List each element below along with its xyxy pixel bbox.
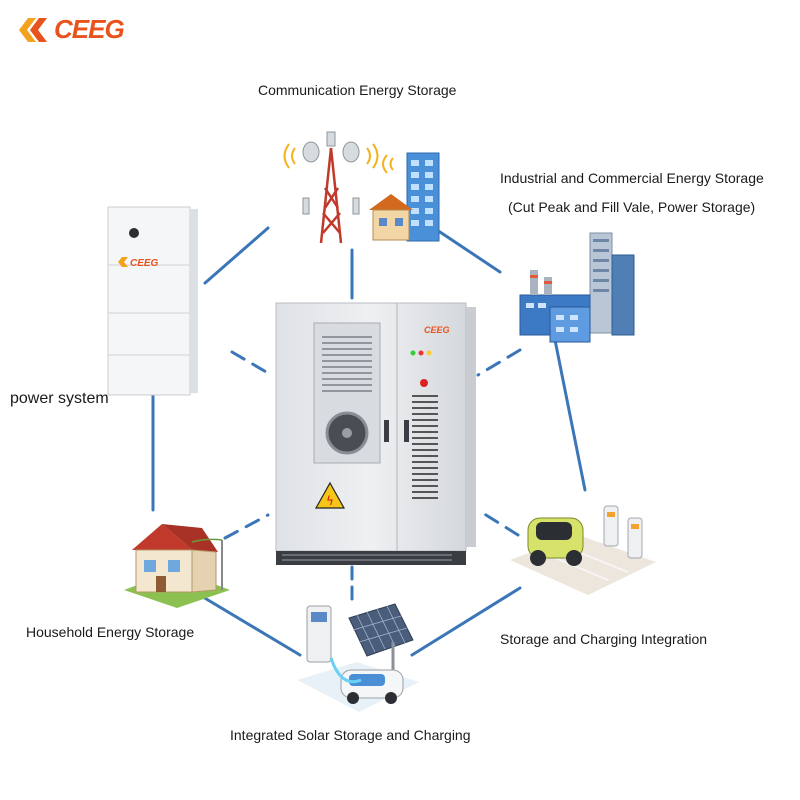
wall-battery-icon: CEEG bbox=[107, 206, 198, 396]
brand-logo-text: CEEG bbox=[54, 14, 125, 44]
industrial-sublabel: (Cut Peak and Fill Vale, Power Storage) bbox=[508, 199, 756, 215]
battery-logo-text: CEEG bbox=[130, 258, 159, 269]
brand-logo: CEEG bbox=[18, 14, 125, 45]
edge-industrial-charging bbox=[553, 338, 587, 492]
industrial-label: Industrial and Commercial Energy Storage bbox=[500, 170, 764, 186]
spoke-charging bbox=[476, 508, 520, 537]
edge-solar-charging bbox=[410, 586, 522, 657]
edge-household-solar bbox=[201, 595, 302, 657]
communication-label: Communication Energy Storage bbox=[258, 82, 457, 98]
house-icon bbox=[124, 524, 230, 608]
telecom-tower-icon bbox=[283, 131, 440, 244]
solar-charging-label: Integrated Solar Storage and Charging bbox=[230, 727, 471, 743]
energy-storage-cabinet-icon: ϟ CEEG bbox=[275, 302, 476, 565]
edge-comm-power bbox=[203, 226, 270, 285]
power-system-label: power system bbox=[10, 390, 109, 407]
solar-carport-icon bbox=[297, 603, 419, 712]
spoke-industrial bbox=[476, 348, 522, 377]
spoke-household bbox=[223, 513, 270, 540]
edge-comm-industrial bbox=[438, 230, 502, 274]
ev-charging-station-icon bbox=[510, 505, 656, 595]
spoke-power bbox=[230, 350, 270, 375]
factory-buildings-icon bbox=[519, 232, 635, 343]
cabinet-logo-text: CEEG bbox=[424, 325, 450, 335]
svg-text:ϟ: ϟ bbox=[326, 494, 334, 508]
chevron-logo-icon bbox=[19, 17, 47, 42]
household-label: Household Energy Storage bbox=[26, 624, 195, 640]
storage-charging-label: Storage and Charging Integration bbox=[500, 631, 708, 647]
